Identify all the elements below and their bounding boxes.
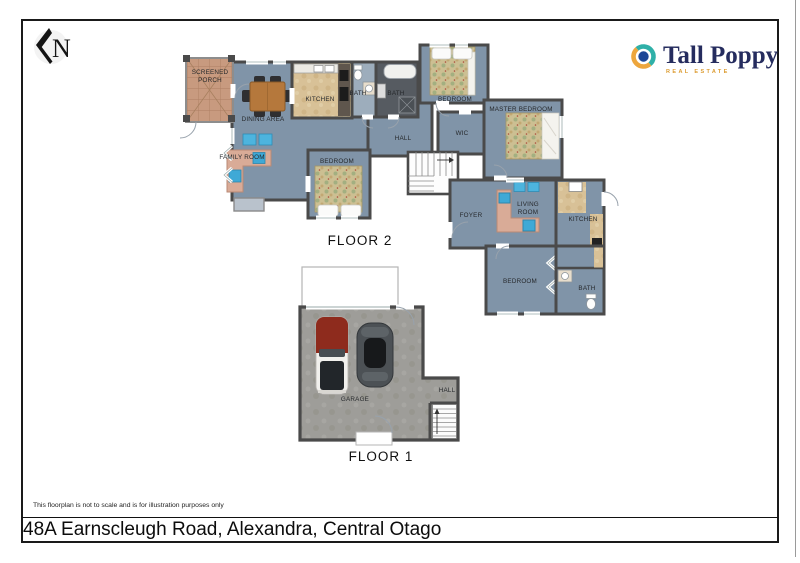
svg-text:ROOM: ROOM bbox=[518, 209, 538, 216]
car-icon bbox=[356, 322, 394, 388]
logo-brand-name: Tall Poppy bbox=[663, 42, 779, 69]
floor1-title: FLOOR 1 bbox=[349, 449, 414, 464]
room-kitchen-f2 bbox=[290, 60, 354, 120]
label-living-room: LIVING bbox=[517, 201, 539, 208]
bathtub-icon bbox=[383, 64, 417, 79]
label-bedroom-top: BEDROOM bbox=[438, 96, 472, 103]
bed-icon bbox=[505, 112, 560, 160]
north-arrow-icon: N bbox=[34, 28, 71, 64]
bed-icon bbox=[429, 46, 476, 96]
border-frame bbox=[21, 19, 779, 543]
room-bath-lower bbox=[554, 244, 606, 316]
tall-poppy-logo: Tall Poppy REAL ESTATE bbox=[630, 43, 778, 76]
sofa-icon bbox=[226, 149, 272, 193]
label-garage: GARAGE bbox=[341, 396, 369, 403]
logo-tagline: REAL ESTATE bbox=[666, 69, 730, 75]
label-hall-f1: HALL bbox=[439, 387, 456, 394]
label-kitchen-f2: KITCHEN bbox=[305, 96, 334, 103]
property-address: 48A Earnscleugh Road, Alexandra, Central… bbox=[23, 519, 442, 540]
bed-icon bbox=[314, 165, 363, 217]
label-bath-right: BATH bbox=[387, 90, 404, 97]
room-foyer-living bbox=[448, 178, 566, 250]
porch-step bbox=[233, 197, 265, 212]
doors bbox=[179, 83, 619, 260]
floor2-plan: SCREENED PORCH DINING AREA KITCHEN BATH … bbox=[179, 42, 619, 317]
compass-letter: N bbox=[52, 34, 71, 63]
tall-poppy-logo-icon bbox=[631, 44, 656, 69]
van-icon bbox=[315, 316, 349, 395]
address-bar: 48A Earnscleugh Road, Alexandra, Central… bbox=[22, 517, 778, 542]
svg-text:PORCH: PORCH bbox=[198, 77, 222, 84]
room-bedroom-lower bbox=[484, 244, 558, 316]
armchair-icon bbox=[242, 133, 257, 146]
toilet-icon bbox=[585, 293, 597, 299]
label-family-room: FAMILY ROOM bbox=[219, 154, 264, 161]
label-wic: WIC bbox=[456, 130, 469, 137]
room-bedroom-top bbox=[418, 43, 490, 105]
label-dining-area: DINING AREA bbox=[242, 116, 285, 123]
sink-icon bbox=[324, 65, 335, 73]
armchair-icon bbox=[258, 133, 273, 146]
label-bedroom-lower: BEDROOM bbox=[503, 278, 537, 285]
toilet-icon bbox=[353, 64, 363, 71]
sink-icon bbox=[313, 65, 324, 73]
label-bedroom-mid: BEDROOM bbox=[320, 158, 354, 165]
sofa-icon bbox=[496, 189, 540, 233]
floor2-title: FLOOR 2 bbox=[328, 233, 393, 248]
label-hall-f2: HALL bbox=[395, 135, 412, 142]
label-bath-left: BATH bbox=[349, 90, 366, 97]
armchair-icon bbox=[527, 182, 540, 192]
sink-icon bbox=[568, 181, 583, 192]
armchair-icon bbox=[513, 182, 526, 192]
room-bath-right bbox=[374, 60, 420, 119]
label-bath-lower: BATH bbox=[578, 285, 595, 292]
dining-table-icon bbox=[242, 76, 293, 117]
stairs-icon bbox=[432, 404, 457, 439]
room-screened-porch bbox=[183, 55, 235, 123]
page-edge-artifact bbox=[795, 0, 796, 557]
disclaimer-text: This floorplan is not to scale and is fo… bbox=[33, 502, 224, 509]
label-master-bedroom: MASTER BEDROOM bbox=[489, 106, 552, 113]
stove-icon bbox=[592, 238, 602, 250]
floor1-plan: GARAGE HALL FLOOR 1 bbox=[298, 266, 460, 464]
room-bedroom-mid bbox=[306, 148, 372, 220]
label-kitchen-rear: KITCHEN bbox=[568, 216, 597, 223]
garage-rear-step bbox=[355, 431, 393, 446]
label-foyer: FOYER bbox=[460, 212, 483, 219]
driveway-outline bbox=[301, 266, 399, 309]
label-screened-porch: SCREENED bbox=[192, 69, 229, 76]
